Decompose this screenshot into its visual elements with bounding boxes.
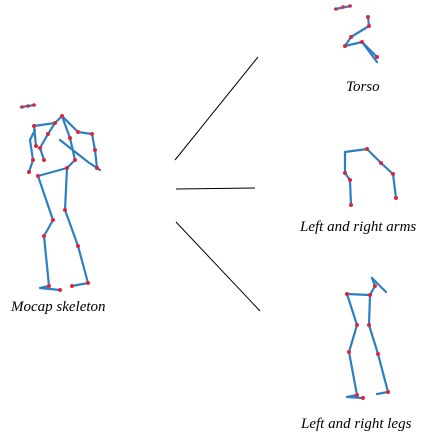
connector-to-torso [174, 56, 259, 161]
mocap-skeleton [19, 103, 102, 292]
skeleton-joints [27, 114, 99, 292]
torso-part [333, 4, 379, 64]
arms-label: Left and right arms [299, 219, 416, 235]
skeleton-head [19, 103, 37, 109]
mocap-skeleton-label: Mocap skeleton [10, 299, 106, 315]
arms-part [343, 147, 398, 207]
torso-head [333, 4, 353, 11]
skeleton-legs [36, 166, 90, 292]
torso-label: Torso [346, 79, 380, 95]
connector-to-legs [175, 221, 261, 312]
connector-lines [174, 56, 261, 312]
legs-part [345, 276, 390, 400]
legs-label: Left and right legs [300, 416, 412, 432]
connector-to-arms [175, 187, 256, 190]
